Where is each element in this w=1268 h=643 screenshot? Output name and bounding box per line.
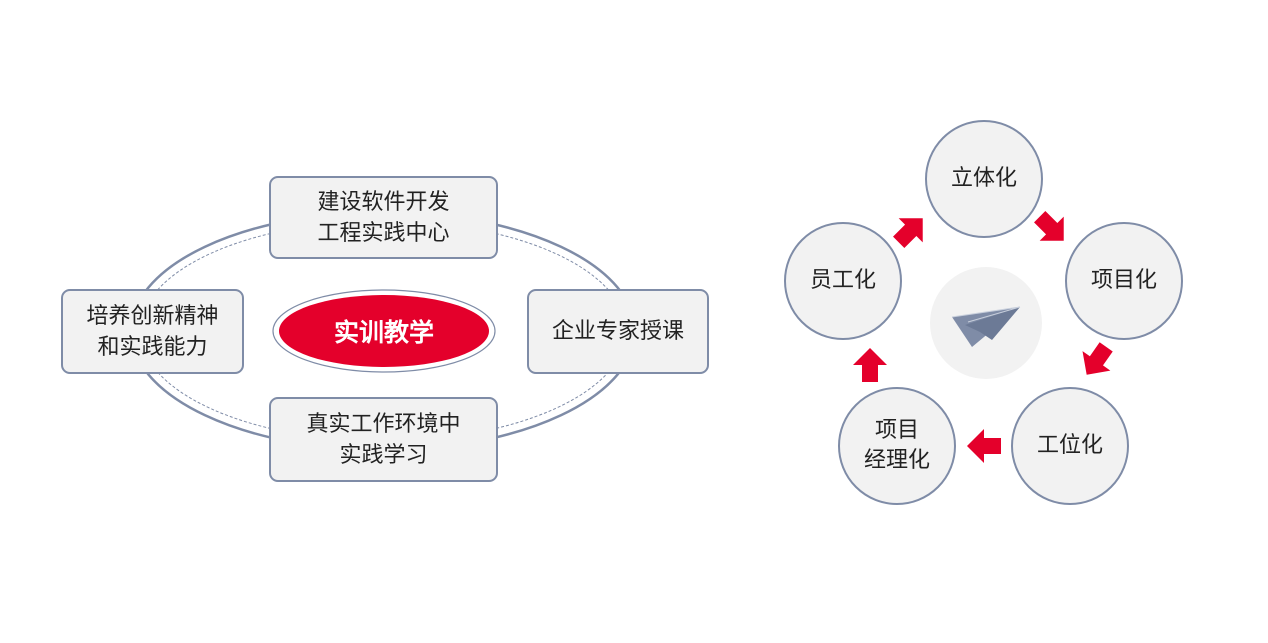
circle-text: 员工化 bbox=[809, 268, 876, 293]
cycle-arrow-icon bbox=[853, 348, 887, 382]
node-text: 建设软件开发 bbox=[317, 189, 450, 215]
center-ellipse bbox=[279, 295, 489, 367]
paper-plane-icon bbox=[951, 306, 1021, 347]
circle-text: 项目 bbox=[874, 418, 919, 443]
node-expert-lectures: 企业专家授课 bbox=[527, 289, 709, 374]
node-text: 真实工作环境中 bbox=[306, 411, 461, 437]
cycle-arrow-icon bbox=[1034, 211, 1064, 241]
node-text: 培养创新精神 bbox=[86, 303, 219, 329]
circle-text: 立体化 bbox=[950, 166, 1017, 191]
node-text: 和实践能力 bbox=[97, 334, 208, 360]
node-engineering-center: 建设软件开发 工程实践中心 bbox=[269, 176, 498, 259]
circle-project: 项目化 bbox=[1065, 222, 1183, 340]
circle-text: 项目化 bbox=[1090, 268, 1157, 293]
cycle-arrow-icon bbox=[1082, 342, 1113, 375]
node-innovation: 培养创新精神 和实践能力 bbox=[61, 289, 244, 374]
node-text: 实践学习 bbox=[339, 442, 428, 468]
cycle-arrow-icon bbox=[967, 429, 1001, 463]
node-text: 企业专家授课 bbox=[551, 319, 684, 344]
circle-text: 工位化 bbox=[1036, 433, 1103, 458]
circle-project-manager: 项目 经理化 bbox=[838, 387, 956, 505]
circle-3d: 立体化 bbox=[925, 120, 1043, 238]
circle-workstation: 工位化 bbox=[1011, 387, 1129, 505]
circle-employee: 员工化 bbox=[784, 222, 902, 340]
node-text: 工程实践中心 bbox=[317, 220, 450, 246]
center-label: 实训教学 bbox=[333, 318, 434, 347]
node-real-environment: 真实工作环境中 实践学习 bbox=[269, 397, 498, 482]
circle-text: 经理化 bbox=[863, 448, 930, 473]
cycle-arrow-icon bbox=[893, 218, 923, 248]
